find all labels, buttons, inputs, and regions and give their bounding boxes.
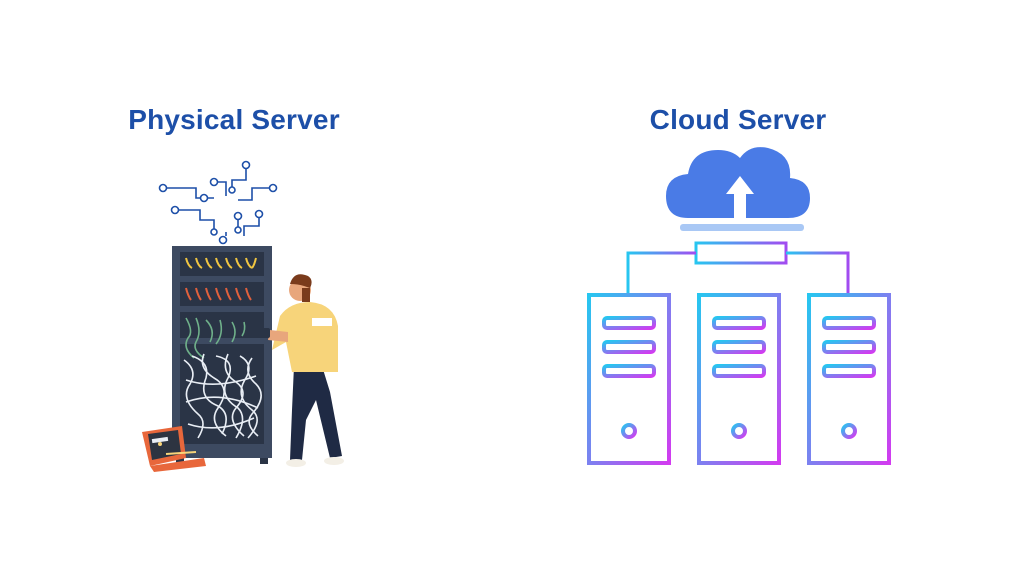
technician-icon	[258, 274, 344, 467]
cloud-server-icon	[587, 293, 891, 465]
physical-server-panel: Physical Server	[128, 104, 344, 472]
cloud-server-illustration	[587, 147, 891, 465]
physical-server-title: Physical Server	[128, 104, 340, 135]
toolbox-icon	[142, 426, 206, 472]
circuit-lines-icon	[158, 160, 278, 245]
cloud-server-title: Cloud Server	[649, 104, 827, 135]
network-switch-icon	[626, 241, 850, 293]
cloud-server-panel: Cloud Server	[512, 0, 1024, 575]
cloud-upload-icon	[666, 147, 810, 231]
server-rack-icon	[172, 246, 272, 464]
physical-server-illustration	[142, 160, 344, 472]
